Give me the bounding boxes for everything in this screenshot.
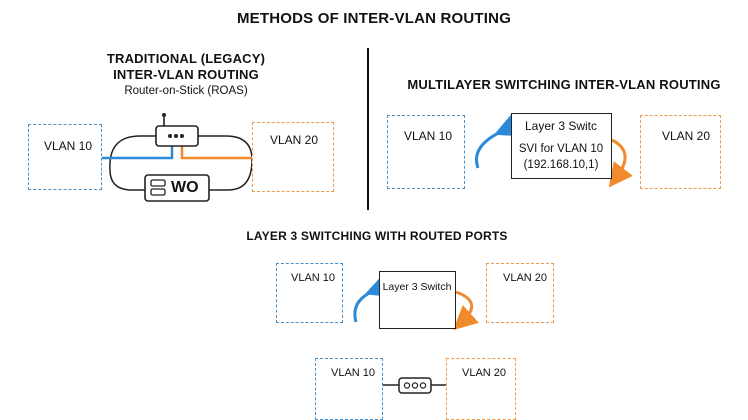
routed-ports-heading: LAYER 3 SWITCHING WITH ROUTED PORTS (246, 229, 508, 243)
vlan20-box (486, 263, 554, 323)
vlan10-label: VLAN 10 (44, 139, 93, 153)
vlan20-label: VLAN 20 (462, 367, 507, 379)
vlan10-label: VLAN 10 (291, 272, 336, 284)
page-title: METHODS OF INTER-VLAN ROUTING (236, 10, 512, 27)
svi-line1: SVI for VLAN 10 (518, 143, 604, 155)
blue-arrow-icon (475, 114, 521, 169)
vlan20-box (446, 358, 516, 420)
vlan10-box (387, 115, 465, 189)
vlan10-box (28, 124, 102, 190)
vlan10-label: VLAN 10 (404, 129, 453, 143)
vlan20-label: VLAN 20 (662, 129, 711, 143)
orange-arrow-icon (608, 138, 633, 188)
layer3-switch-box (379, 271, 456, 329)
layer3-switch-box (511, 113, 612, 179)
vlan20-box (640, 115, 721, 189)
layer3-switch-label: Layer 3 Switc (524, 119, 598, 133)
router-on-stick-graphic (92, 113, 256, 202)
vlan20-label: VLAN 20 (270, 133, 319, 147)
svi-line2: (192.168.10,1) (523, 159, 599, 171)
multilayer-heading: MULTILAYER SWITCHING INTER-VLAN ROUTING (407, 77, 721, 92)
traditional-heading-line1: TRADITIONAL (LEGACY) (106, 51, 266, 66)
layer3-switch-label: Layer 3 Switch (382, 281, 452, 293)
vlan20-label: VLAN 20 (503, 272, 548, 284)
vlan10-label: VLAN 10 (331, 367, 376, 379)
orange-arrow-icon (453, 290, 479, 331)
vlan20-box (252, 122, 334, 192)
traditional-subheading: Router-on-Stick (ROAS) (124, 85, 248, 97)
blue-arrow-icon (353, 274, 392, 323)
vlan10-box (276, 263, 343, 323)
traditional-heading-line2: INTER-VLAN ROUTING (113, 67, 259, 82)
wo-device-label: WO (171, 179, 199, 196)
